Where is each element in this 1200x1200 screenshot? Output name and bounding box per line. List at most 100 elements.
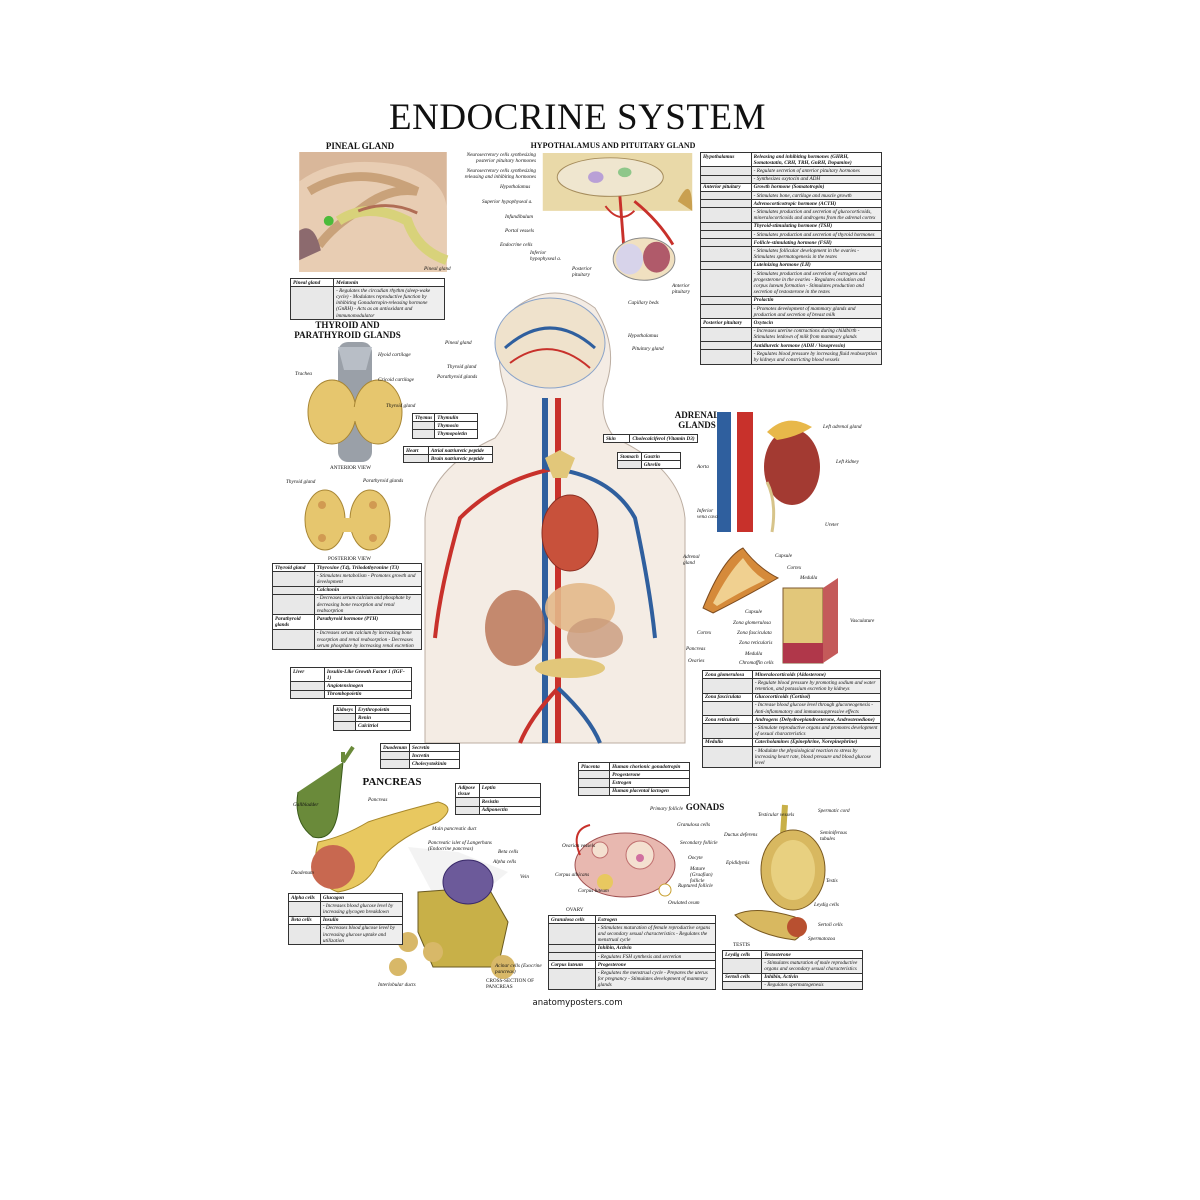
label-portal-vessels: Portal vessels: [505, 228, 534, 234]
hormone-function: - Synthesizes oxytocin and ADH: [750, 174, 883, 184]
row-label: [700, 199, 752, 209]
footer-website[interactable]: anatomyposters.com: [532, 998, 623, 1008]
label-spermatic-cord: Spermatic cord: [818, 808, 850, 814]
hormone-name: Human chorionic gonadotropin: [609, 761, 690, 772]
hormone-name: Insulin: [319, 915, 404, 925]
row-label: [702, 746, 753, 768]
label-parathyroid-glands: Parathyroid glands: [363, 478, 404, 484]
thyroid-anterior-illustration: [307, 342, 403, 462]
row-label: Placenta: [577, 761, 611, 772]
row-label: [288, 901, 321, 917]
table-row: Prolactin: [700, 295, 883, 306]
label-body-thyroid: Thyroid gland: [447, 364, 477, 370]
row-label: [548, 952, 596, 962]
label-body-parathyroid: Parathyroid glands: [437, 374, 478, 380]
hormone-name: Progesterone: [594, 960, 717, 970]
row-label: [700, 207, 752, 223]
hormone-name: Melatonin: [333, 277, 445, 288]
table-row: - Modulate the physiological reaction to…: [702, 746, 882, 768]
table-row: Thrombopoietin: [290, 689, 413, 699]
table-row: - Regulates spermatogenesis: [721, 980, 863, 991]
label-thyroid-gland: Thyroid gland: [386, 403, 416, 409]
hormone-name: Glucocorticoids (Cortisol): [751, 692, 882, 702]
table-row: Resistin: [455, 797, 542, 807]
row-label: [700, 230, 752, 240]
row-label: [700, 246, 752, 262]
row-label: Zona glomerulosa: [702, 669, 753, 680]
row-label: [721, 958, 763, 974]
hormone-function: - Regulates blood pressure by increasing…: [750, 349, 883, 365]
label-beta-cells: Beta cells: [498, 849, 519, 855]
hormone-function: - Promotes development of mammary glands…: [750, 304, 883, 320]
hormone-name: Incretin: [408, 751, 461, 761]
label-acinar-cells: Acinar cells (Exocrine pancreas): [495, 963, 542, 975]
heading-gonads: GONADS: [685, 802, 725, 812]
hormone-name: Calcitriol: [355, 721, 411, 731]
hormone-name: Follicle-stimulating hormone (FSH): [750, 238, 883, 248]
row-label: Beta cells: [288, 915, 321, 925]
hormone-name: Androgens (Dehydroepiandrosterone, Andro…: [751, 715, 882, 725]
hormone-function: - Regulates FSH synthesis and secretion: [594, 952, 717, 962]
table-row: - Increases uterine contractions during …: [700, 326, 883, 343]
row-label: Sertoli cells: [721, 972, 763, 982]
row-label: [455, 797, 480, 807]
hormone-name: Calcitonin: [313, 585, 423, 595]
hormone-function: - Stimulates maturation of female reprod…: [594, 923, 717, 945]
row-label: Duodenum: [380, 742, 410, 753]
adrenal-kidney-illustration: [717, 412, 820, 533]
table-row: Inhibin, Activin: [548, 943, 717, 954]
hormone-function: - Increases serum calcium by increasing …: [313, 628, 423, 651]
label-vasculature: Vasculature: [850, 618, 875, 624]
row-label: Medulla: [702, 737, 753, 748]
hormone-function: - Stimulates metabolism - Promotes growt…: [313, 571, 423, 587]
table-row: - Stimulates maturation of female reprod…: [548, 923, 717, 945]
row-label: [702, 678, 753, 694]
table-row: Angiotensinogen: [290, 681, 413, 691]
label-anterior-pituitary: Anterior pituitary: [672, 283, 690, 295]
label-left-kidney: Left kidney: [836, 459, 859, 465]
table-row: Luteinizing hormone (LH): [700, 260, 883, 271]
row-label: Liver: [290, 666, 325, 683]
ovary-illustration: [574, 824, 676, 898]
hormone-function: - Stimulate reproductive organs and prom…: [751, 723, 882, 739]
label-endocrine-cells: Endocrine cells: [500, 242, 533, 248]
hormone-name: Releasing and inhibiting hormones (GHRH,…: [750, 151, 883, 168]
label-mature-follicle: Mature (Graafian) follicle: [690, 866, 713, 884]
row-label: [380, 751, 410, 761]
heading-pancreas: PANCREAS: [362, 776, 422, 788]
body-illustration: [424, 292, 686, 744]
label-capsule-2: Capsule: [745, 609, 763, 615]
row-label: [332, 721, 357, 731]
label-left-adrenal: Left adrenal gland: [823, 424, 862, 430]
label-primary-follicle: Primary follicle: [650, 806, 683, 812]
hormone-name: Mineralocorticoids (Aldosterone): [751, 669, 882, 680]
row-label: [700, 260, 752, 271]
table-row: Thyroid-stimulating hormone (TSH): [700, 221, 883, 232]
hormone-function: - Regulates the circadian rhythm (sleep-…: [333, 286, 445, 321]
label-epididymis: Epididymis: [726, 860, 750, 866]
row-label: [403, 454, 429, 464]
heading-pineal: PINEAL GLAND: [325, 141, 395, 151]
table-row: Progesterone: [577, 770, 690, 780]
row-label: [721, 980, 763, 991]
row-label: [700, 349, 752, 365]
label-medulla-2: Medulla: [745, 651, 763, 657]
table-row: - Regulate secretion of anterior pituita…: [700, 166, 883, 176]
table-row: Follicle-stimulating hormone (FSH): [700, 238, 883, 248]
hormone-function: - Stimulates bone, cartilage and muscle …: [750, 191, 883, 201]
label-chromaffin-cells: Chromaffin cells: [739, 660, 774, 666]
table-row: - Stimulates bone, cartilage and muscle …: [700, 191, 883, 201]
